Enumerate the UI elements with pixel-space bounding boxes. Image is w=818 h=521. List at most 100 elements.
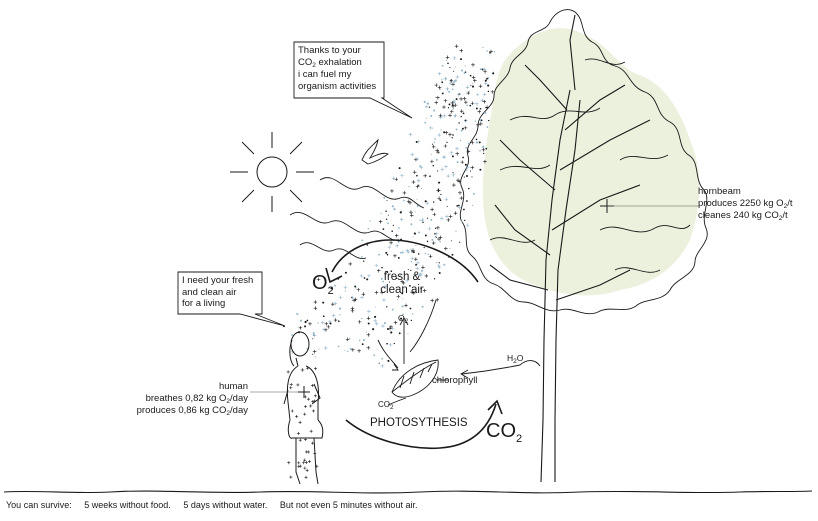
air-particle (459, 48, 464, 53)
body-particle (308, 459, 312, 463)
air-particle (438, 113, 443, 118)
sun-icon (230, 132, 314, 212)
air-particle (462, 112, 465, 115)
air-particle (382, 298, 386, 302)
air-particle (469, 90, 471, 92)
body-particle (289, 386, 293, 390)
air-particle (313, 306, 318, 311)
air-particle (448, 132, 452, 137)
air-particle (464, 219, 466, 222)
air-particle (298, 326, 303, 330)
air-particle (451, 88, 454, 91)
air-particle (470, 140, 475, 145)
air-particle (484, 79, 487, 82)
speech-bubble-human (177, 271, 286, 327)
air-particle (462, 156, 464, 159)
air-particle (432, 164, 435, 167)
air-particle (419, 219, 421, 221)
air-particle (362, 339, 366, 342)
air-particle (323, 346, 328, 350)
air-particle (430, 207, 434, 212)
air-particle (390, 189, 394, 193)
air-particle (374, 263, 379, 268)
air-particle (367, 322, 370, 325)
body-particle (298, 420, 302, 424)
body-particle (303, 458, 307, 462)
small-co2-pre: CO (378, 400, 390, 409)
air-particle (391, 176, 396, 181)
air-particle (415, 266, 420, 271)
fresh-air-label: fresh & clean air (364, 271, 440, 297)
air-particle (439, 199, 442, 202)
hornbeam-marker (600, 199, 700, 213)
air-particle (418, 273, 422, 278)
air-particle (493, 50, 496, 53)
air-particle (369, 220, 371, 222)
hornbeam-produces-pre: produces 2250 kg O (698, 197, 784, 209)
air-particle (366, 278, 369, 281)
air-particle (389, 325, 393, 329)
body-particle (309, 404, 313, 408)
air-particle (482, 145, 485, 148)
air-particle (463, 72, 466, 75)
air-particle (326, 325, 331, 329)
body-particle (310, 384, 314, 388)
air-particle (367, 274, 371, 278)
human-marker (250, 386, 310, 398)
air-particle (366, 345, 371, 350)
air-particle (324, 322, 329, 326)
body-particle (311, 441, 315, 445)
hornbeam-produces: produces 2250 kg O2/t (698, 198, 792, 211)
air-particle (470, 101, 475, 106)
air-particle (316, 277, 321, 282)
air-particle (448, 214, 453, 219)
air-particle (424, 121, 427, 124)
air-particle (428, 126, 433, 130)
air-particle (365, 331, 368, 333)
fresh-air-line1: fresh & (383, 271, 421, 283)
air-particle (416, 205, 419, 207)
air-particle (482, 92, 487, 97)
air-particle (424, 274, 429, 278)
air-particle (411, 248, 415, 253)
air-particle (481, 68, 484, 71)
small-o2-pre: O (398, 313, 405, 323)
air-particle (415, 244, 417, 247)
air-particle (390, 331, 393, 334)
air-particle (391, 274, 394, 276)
air-particle (444, 246, 448, 251)
air-particle (299, 319, 303, 322)
air-particle (466, 104, 468, 107)
air-particle (470, 84, 472, 86)
air-particle (415, 263, 418, 266)
air-particle (412, 236, 414, 238)
air-particle (322, 301, 325, 304)
air-particle (409, 307, 412, 310)
air-particle (492, 72, 495, 75)
body-particle (298, 438, 302, 442)
air-particle (425, 105, 428, 108)
air-particle (373, 319, 378, 323)
air-particle (433, 201, 435, 203)
air-particle (471, 204, 474, 206)
air-particle (434, 233, 436, 235)
air-particle (478, 84, 483, 88)
air-particle (452, 56, 457, 60)
air-particle (331, 302, 335, 307)
air-particle (386, 271, 389, 273)
air-particle (380, 290, 384, 295)
body-particle (304, 475, 308, 479)
air-particle (409, 210, 413, 215)
air-particle (383, 322, 386, 325)
air-particle (349, 347, 352, 350)
body-particle (287, 461, 291, 465)
air-particle (457, 205, 462, 210)
air-particle (426, 102, 429, 105)
air-particle (434, 235, 437, 238)
air-particle (463, 176, 465, 178)
air-particle (416, 178, 421, 183)
hornbeam-cleans: cleanes 240 kg CO2/t (698, 210, 792, 223)
air-particle (430, 298, 434, 303)
air-particle (416, 261, 420, 265)
air-particle (436, 95, 440, 100)
